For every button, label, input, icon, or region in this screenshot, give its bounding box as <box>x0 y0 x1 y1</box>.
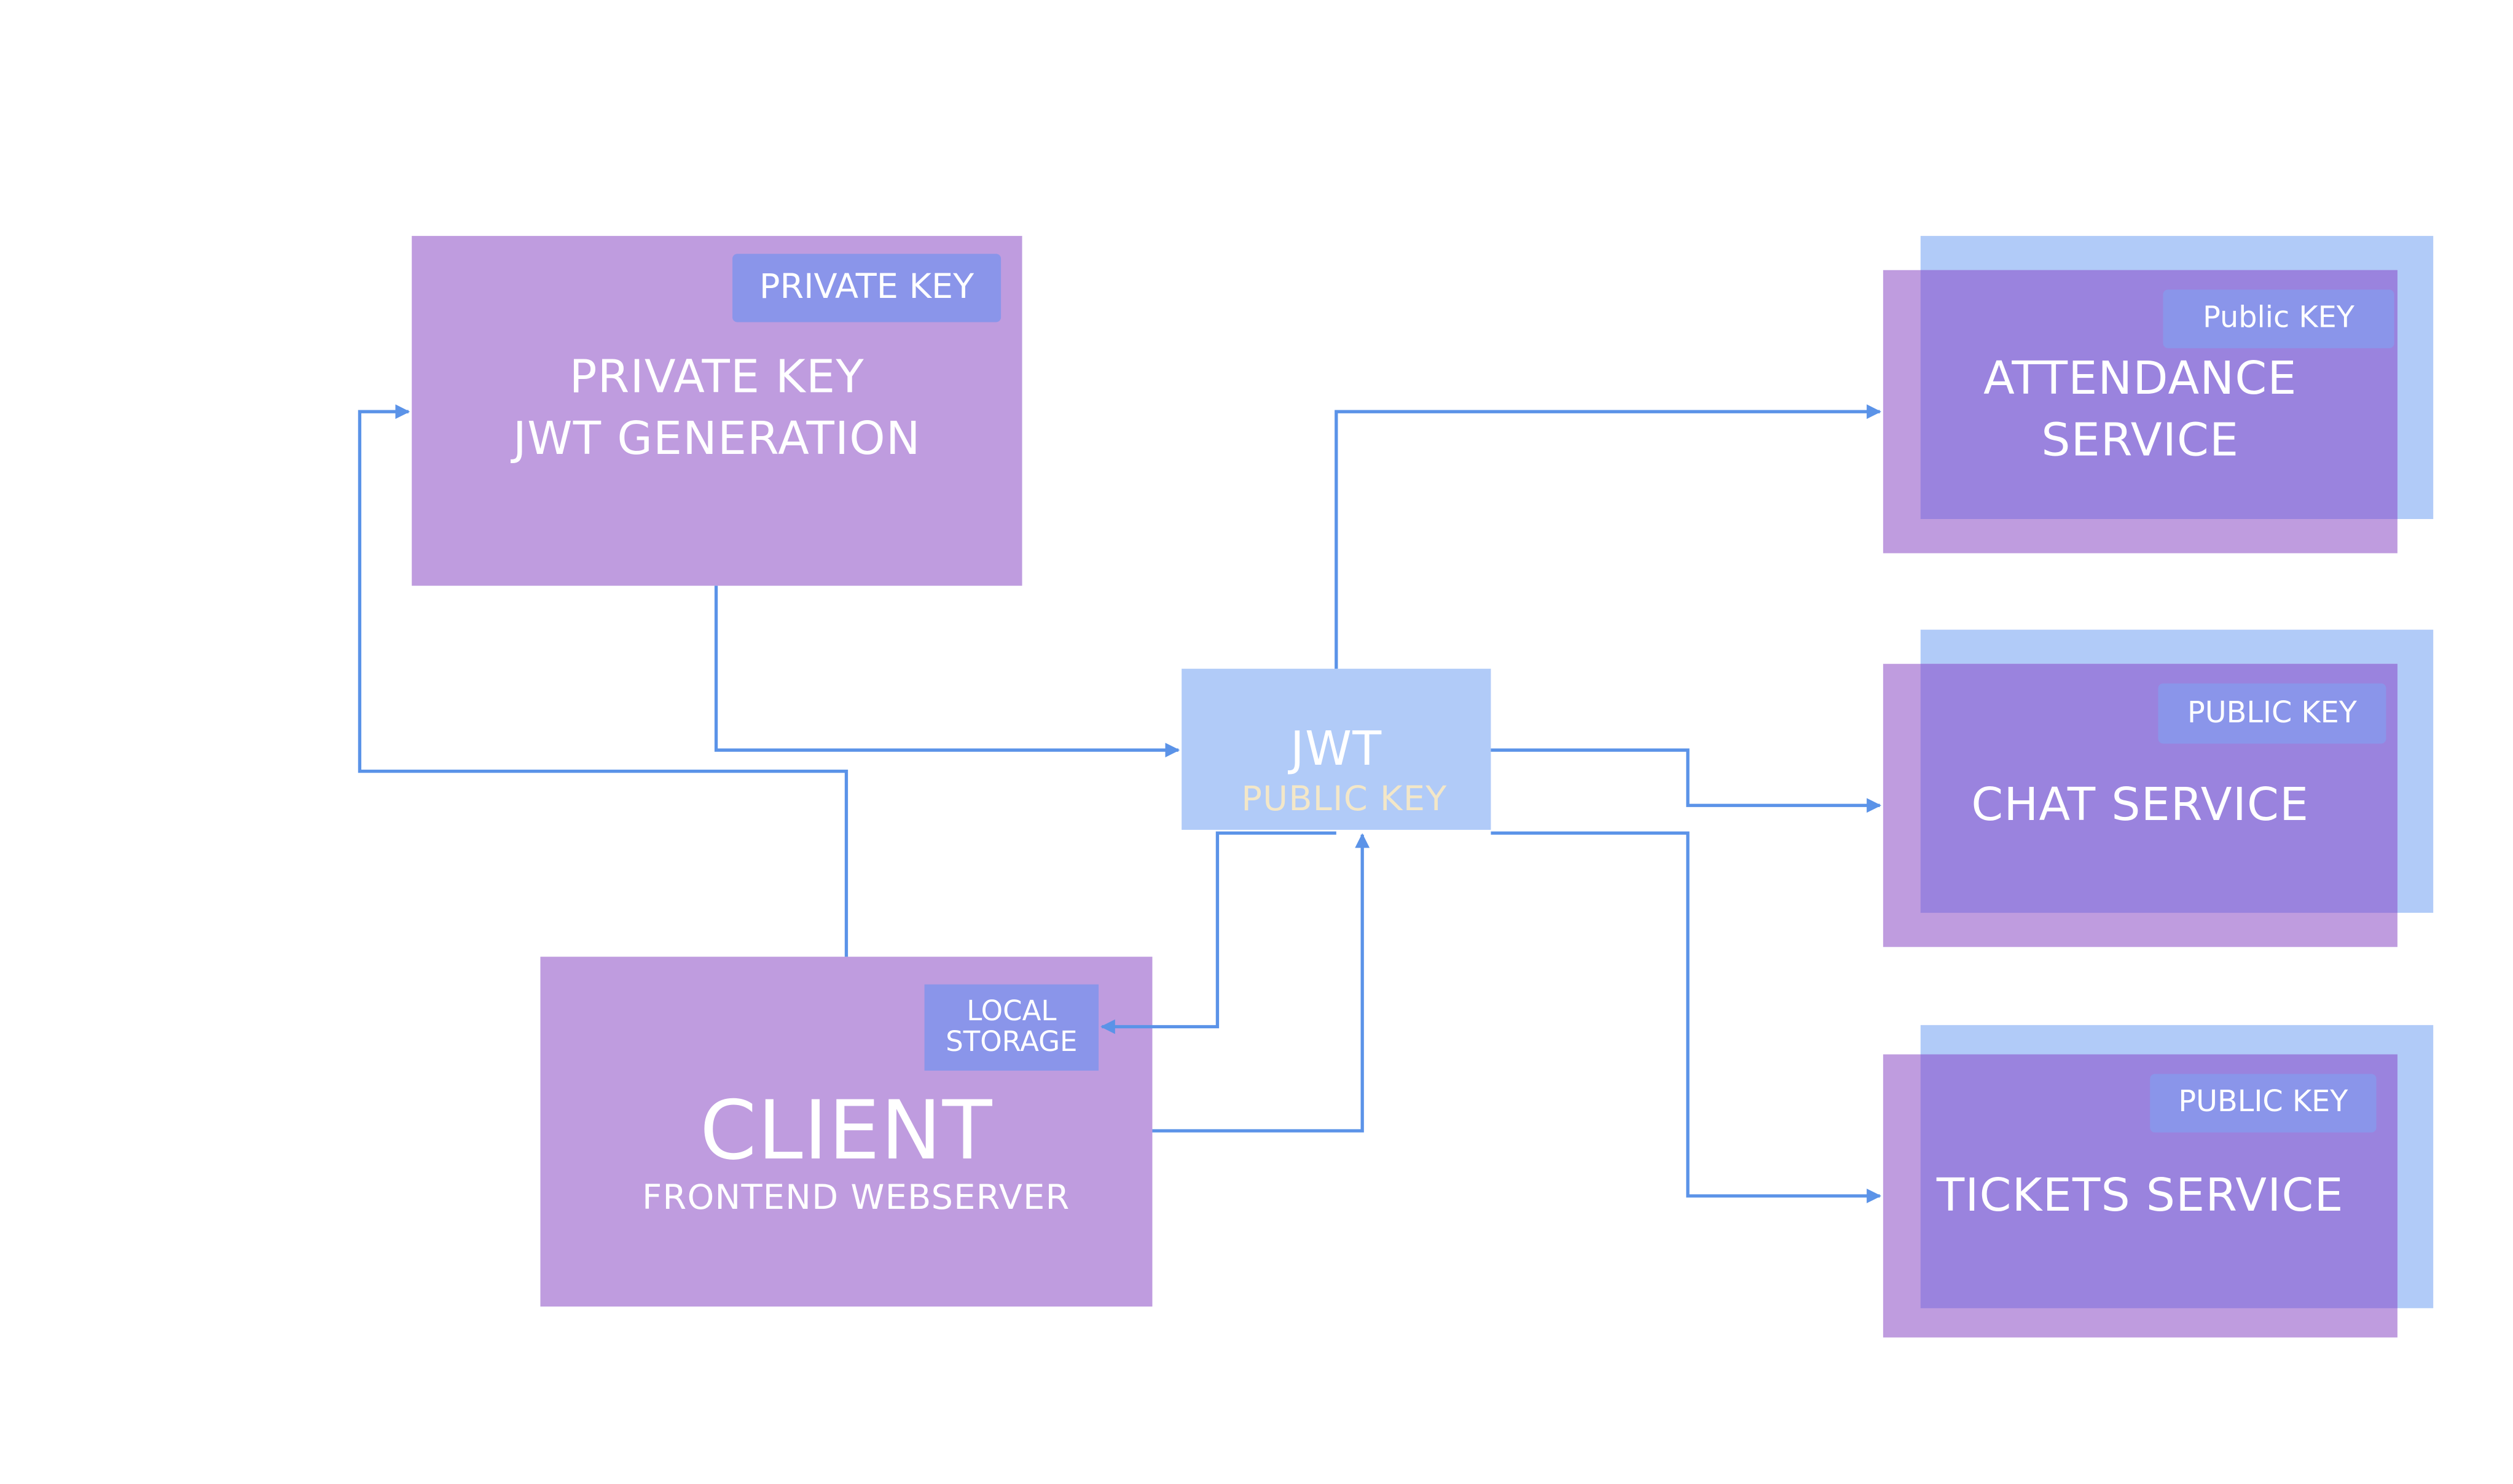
client-subtitle: FRONTEND WEBSERVER <box>642 1177 1070 1217</box>
arrow-client-to-jwt <box>1152 833 1370 1133</box>
attendance-public-key-label: Public KEY <box>2203 301 2354 335</box>
tickets-public-key-badge: PUBLIC KEY <box>2150 1074 2377 1133</box>
attendance-title-line1: ATTENDANCE <box>1983 351 2297 405</box>
attendance-title-line2: SERVICE <box>2041 413 2240 467</box>
tickets-public-key-label: PUBLIC KEY <box>2178 1085 2348 1120</box>
arrow-private-key-to-jwt <box>714 585 1180 758</box>
arrow-jwt-to-local-storage <box>1100 831 1336 1034</box>
arrow-jwt-to-tickets <box>1491 831 1881 1203</box>
private-key-title-line1: PRIVATE KEY <box>569 350 864 404</box>
private-key-badge: PRIVATE KEY <box>732 254 1002 322</box>
chat-public-key-badge: PUBLIC KEY <box>2158 683 2386 744</box>
jwt-subtitle: PUBLIC KEY <box>1241 779 1448 819</box>
private-key-jwt-generation-box: PRIVATE KEY PRIVATE KEY JWT GENERATION <box>412 236 1022 586</box>
client-title: CLIENT <box>699 1084 993 1178</box>
chat-public-key-label: PUBLIC KEY <box>2187 695 2357 730</box>
chat-title: CHAT SERVICE <box>1971 778 2310 832</box>
tickets-service-box: PUBLIC KEY TICKETS SERVICE <box>1883 1054 2397 1338</box>
arrow-jwt-to-attendance <box>1335 404 1881 669</box>
jwt-title: JWT <box>1290 721 1382 776</box>
tickets-title: TICKETS SERVICE <box>1936 1168 2344 1222</box>
jwt-box: JWT PUBLIC KEY <box>1182 668 1491 830</box>
attendance-service-box: Public KEY ATTENDANCE SERVICE <box>1883 270 2397 553</box>
client-frontend-box: LOCAL STORAGE CLIENT FRONTEND WEBSERVER <box>540 956 1153 1307</box>
private-key-title-line2: JWT GENERATION <box>512 412 921 466</box>
chat-service-box: PUBLIC KEY CHAT SERVICE <box>1883 663 2397 947</box>
private-key-badge-label: PRIVATE KEY <box>759 267 974 307</box>
local-storage-label-line2: STORAGE <box>946 1026 1078 1059</box>
arrow-client-to-private-key <box>358 404 849 957</box>
attendance-public-key-badge: Public KEY <box>2163 289 2394 348</box>
arrow-jwt-to-chat <box>1491 748 1881 813</box>
local-storage-badge: LOCAL STORAGE <box>924 984 1099 1071</box>
local-storage-label-line1: LOCAL <box>966 995 1057 1028</box>
